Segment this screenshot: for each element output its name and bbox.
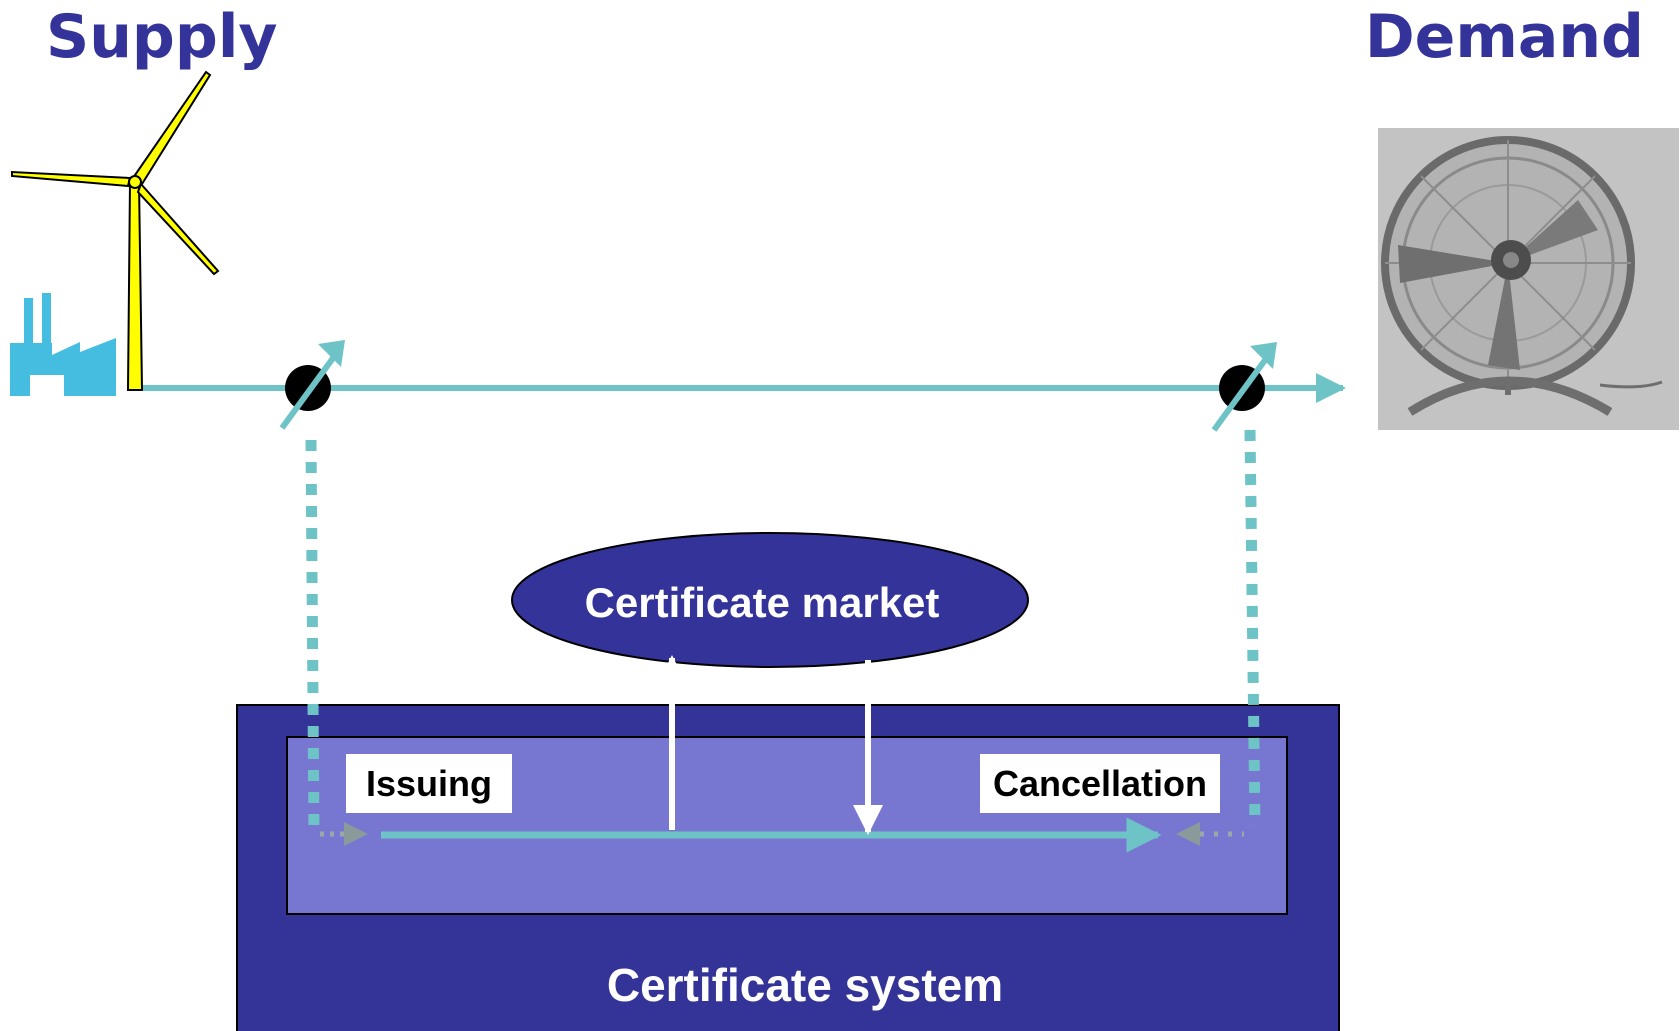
certificate-market-label: Certificate market	[585, 579, 940, 626]
cancel-entry-arrow	[1176, 822, 1244, 846]
cancellation-box: Cancellation	[980, 754, 1220, 813]
meter-supply-icon	[279, 340, 345, 430]
certificate-system-label: Certificate system	[607, 959, 1003, 1011]
issuing-box: Issuing	[346, 754, 512, 813]
issue-entry-arrow	[320, 822, 368, 846]
supply-meter-link	[305, 439, 320, 834]
factory-icon	[10, 293, 116, 396]
fan-icon	[1378, 128, 1679, 430]
supply-title: Supply	[46, 2, 278, 72]
demand-meter-link	[1244, 429, 1261, 827]
wind-turbine-icon	[11, 70, 220, 391]
demand-title: Demand	[1364, 2, 1644, 72]
certificate-market: Certificate market	[511, 532, 1029, 668]
meter-demand-icon	[1211, 342, 1277, 432]
issuing-label: Issuing	[366, 763, 492, 804]
cancellation-label: Cancellation	[993, 763, 1207, 804]
